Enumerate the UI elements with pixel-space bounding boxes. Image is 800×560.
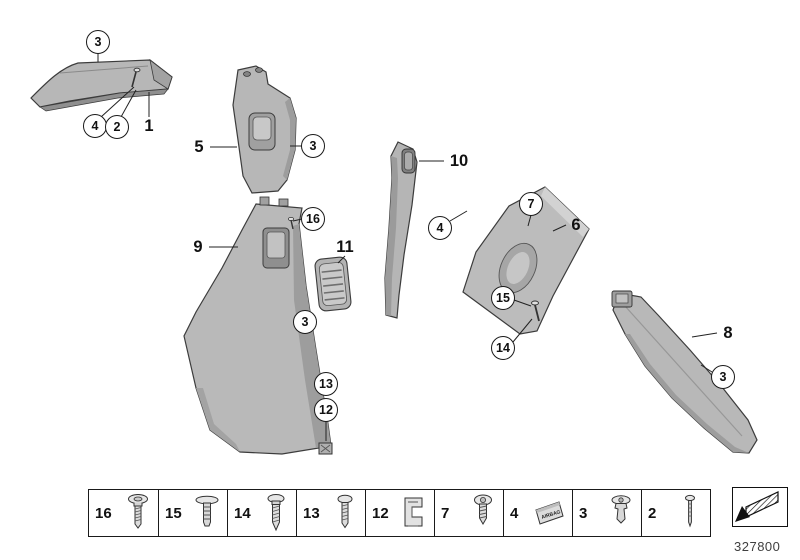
callout-10[interactable]: 10: [449, 151, 469, 170]
legend-item-16[interactable]: 16: [89, 490, 158, 536]
leader-lines: [97, 53, 718, 441]
figure-number: 327800: [734, 539, 781, 554]
callout-2[interactable]: 2: [105, 115, 129, 139]
torx-screw-icon: [474, 494, 492, 525]
callout-3[interactable]: 3: [711, 365, 735, 389]
legend-item-2[interactable]: 2: [641, 490, 710, 536]
legend-number: 15: [165, 504, 182, 522]
legend-number: 16: [95, 504, 112, 522]
legend-number: 13: [303, 504, 320, 522]
callout-8[interactable]: 8: [723, 323, 733, 342]
legend-number: 14: [234, 504, 251, 522]
legend-item-4[interactable]: 4 AIRBAG: [503, 490, 572, 536]
legend-number: 12: [372, 504, 389, 522]
part-5-b-pillar-upper-trim: [232, 65, 297, 194]
hatched-arrow-icon: [735, 491, 779, 522]
screw-glyph: [287, 216, 294, 230]
flat-rivet-icon: [195, 495, 219, 527]
part-11-vent-grille: [314, 256, 352, 312]
legend-item-15[interactable]: 15: [158, 490, 227, 536]
legend-item-13[interactable]: 13: [296, 490, 365, 536]
airbag-label: AIRBAG: [541, 509, 562, 521]
callout-1[interactable]: 1: [144, 116, 154, 135]
pan-head-screw-icon: [128, 494, 148, 529]
callout-12[interactable]: 12: [314, 398, 338, 422]
fastener-legend: 16 15 14: [88, 489, 711, 537]
callout-5[interactable]: 5: [194, 137, 204, 156]
airbag-emblem-slot: [401, 148, 416, 174]
part-1-a-pillar-trim: [30, 59, 173, 112]
callout-3[interactable]: 3: [301, 134, 325, 158]
legend-number: 4: [510, 504, 519, 522]
screw-glyph: [131, 67, 141, 88]
callout-6[interactable]: 6: [571, 215, 581, 234]
callout-16[interactable]: 16: [301, 207, 325, 231]
legend-item-3[interactable]: 3: [572, 490, 641, 536]
sheet-metal-clip-icon: [404, 497, 423, 527]
callout-4[interactable]: 4: [428, 216, 452, 240]
callout-3[interactable]: 3: [86, 30, 110, 54]
callout-14[interactable]: 14: [491, 336, 515, 360]
part-8-d-pillar-trim: [611, 290, 758, 454]
self-tapping-screw-icon: [267, 494, 285, 532]
pin-screw-icon: [685, 494, 695, 528]
callout-4[interactable]: 4: [83, 114, 107, 138]
legend-number: 2: [648, 504, 657, 522]
callout-3[interactable]: 3: [293, 310, 317, 334]
expanding-rivet-icon: [611, 495, 631, 524]
part-10-pillar-blade-trim: [384, 141, 418, 319]
legend-item-14[interactable]: 14: [227, 490, 296, 536]
bracket-glyph: [611, 290, 633, 308]
legend-number: 3: [579, 504, 588, 522]
callout-11[interactable]: 11: [336, 237, 354, 256]
legend-item-7[interactable]: 7: [434, 490, 503, 536]
screw-glyph: [531, 300, 540, 322]
callout-7[interactable]: 7: [519, 192, 543, 216]
callout-9[interactable]: 9: [193, 237, 203, 256]
clip-glyph: [318, 442, 333, 455]
screw-icon: [337, 494, 353, 529]
callout-13[interactable]: 13: [314, 372, 338, 396]
airbag-emblem-icon: AIRBAG: [535, 501, 564, 525]
callout-15[interactable]: 15: [491, 286, 515, 310]
direction-symbol-box: [732, 487, 788, 527]
legend-item-12[interactable]: 12: [365, 490, 434, 536]
legend-number: 7: [441, 504, 450, 522]
